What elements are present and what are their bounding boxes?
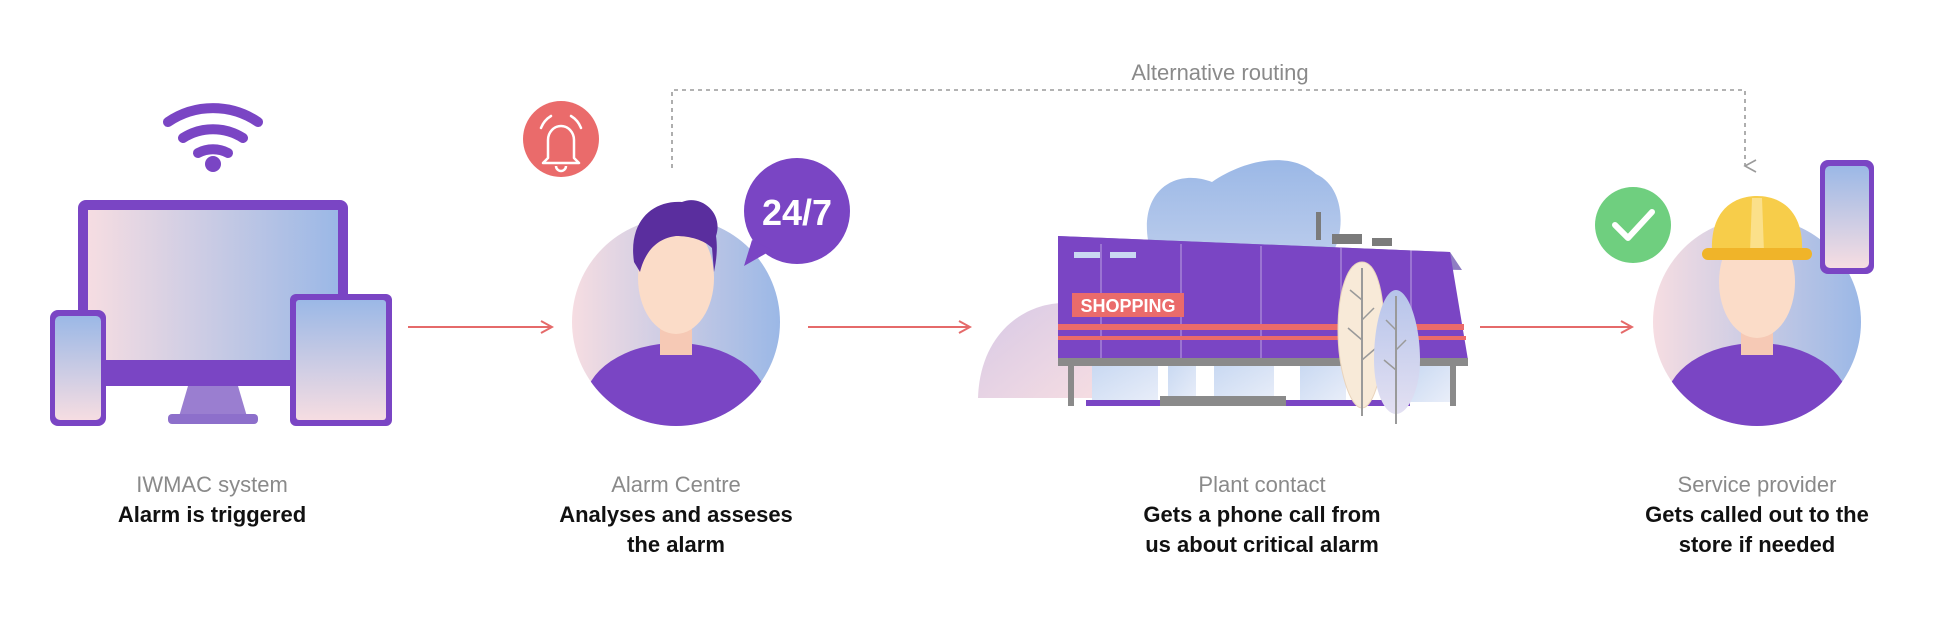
store-sign: SHOPPING — [1072, 293, 1184, 317]
availability-badge: 24/7 — [744, 158, 850, 266]
step-iwmac-system: IWMAC system Alarm is triggered — [42, 470, 382, 530]
step-description-line-2: the alarm — [627, 532, 725, 557]
svg-text:24/7: 24/7 — [762, 192, 832, 233]
step-title: Alarm Centre — [611, 472, 741, 497]
step-description-line-2: store if needed — [1678, 532, 1836, 557]
hard-hat-icon — [1702, 196, 1812, 260]
alternative-routing-connector — [671, 89, 1757, 173]
step-plant-contact: Plant contact Gets a phone call from us … — [1092, 470, 1432, 560]
step-description-line-1: Alarm is triggered — [117, 502, 307, 527]
step-description-line-1: Gets a phone call from — [1143, 502, 1381, 527]
bell-alarm-icon — [523, 101, 599, 177]
step-title: IWMAC system — [136, 472, 288, 497]
mobile-phone-icon — [1820, 160, 1874, 274]
step-title: Plant contact — [1198, 472, 1326, 497]
check-icon — [1595, 187, 1671, 263]
step-alarm-centre: Alarm Centre Analyses and asseses the al… — [506, 470, 846, 560]
step-title: Service provider — [1677, 472, 1837, 497]
alarm-centre-illustration: 24/7 — [523, 101, 850, 426]
alternative-routing-label: Alternative routing — [1131, 60, 1309, 85]
wifi-icon — [163, 103, 263, 172]
iwmac-devices-illustration — [50, 103, 392, 426]
service-provider-illustration — [1595, 160, 1874, 426]
step-description-line-2: us about critical alarm — [1145, 532, 1379, 557]
svg-text:SHOPPING: SHOPPING — [1080, 296, 1175, 316]
step-description-line-1: Analyses and asseses — [559, 502, 793, 527]
store-illustration: SHOPPING — [978, 160, 1468, 424]
avatar-face — [638, 222, 714, 334]
step-description-line-1: Gets called out to the — [1645, 502, 1869, 527]
step-service-provider: Service provider Gets called out to the … — [1587, 470, 1927, 560]
